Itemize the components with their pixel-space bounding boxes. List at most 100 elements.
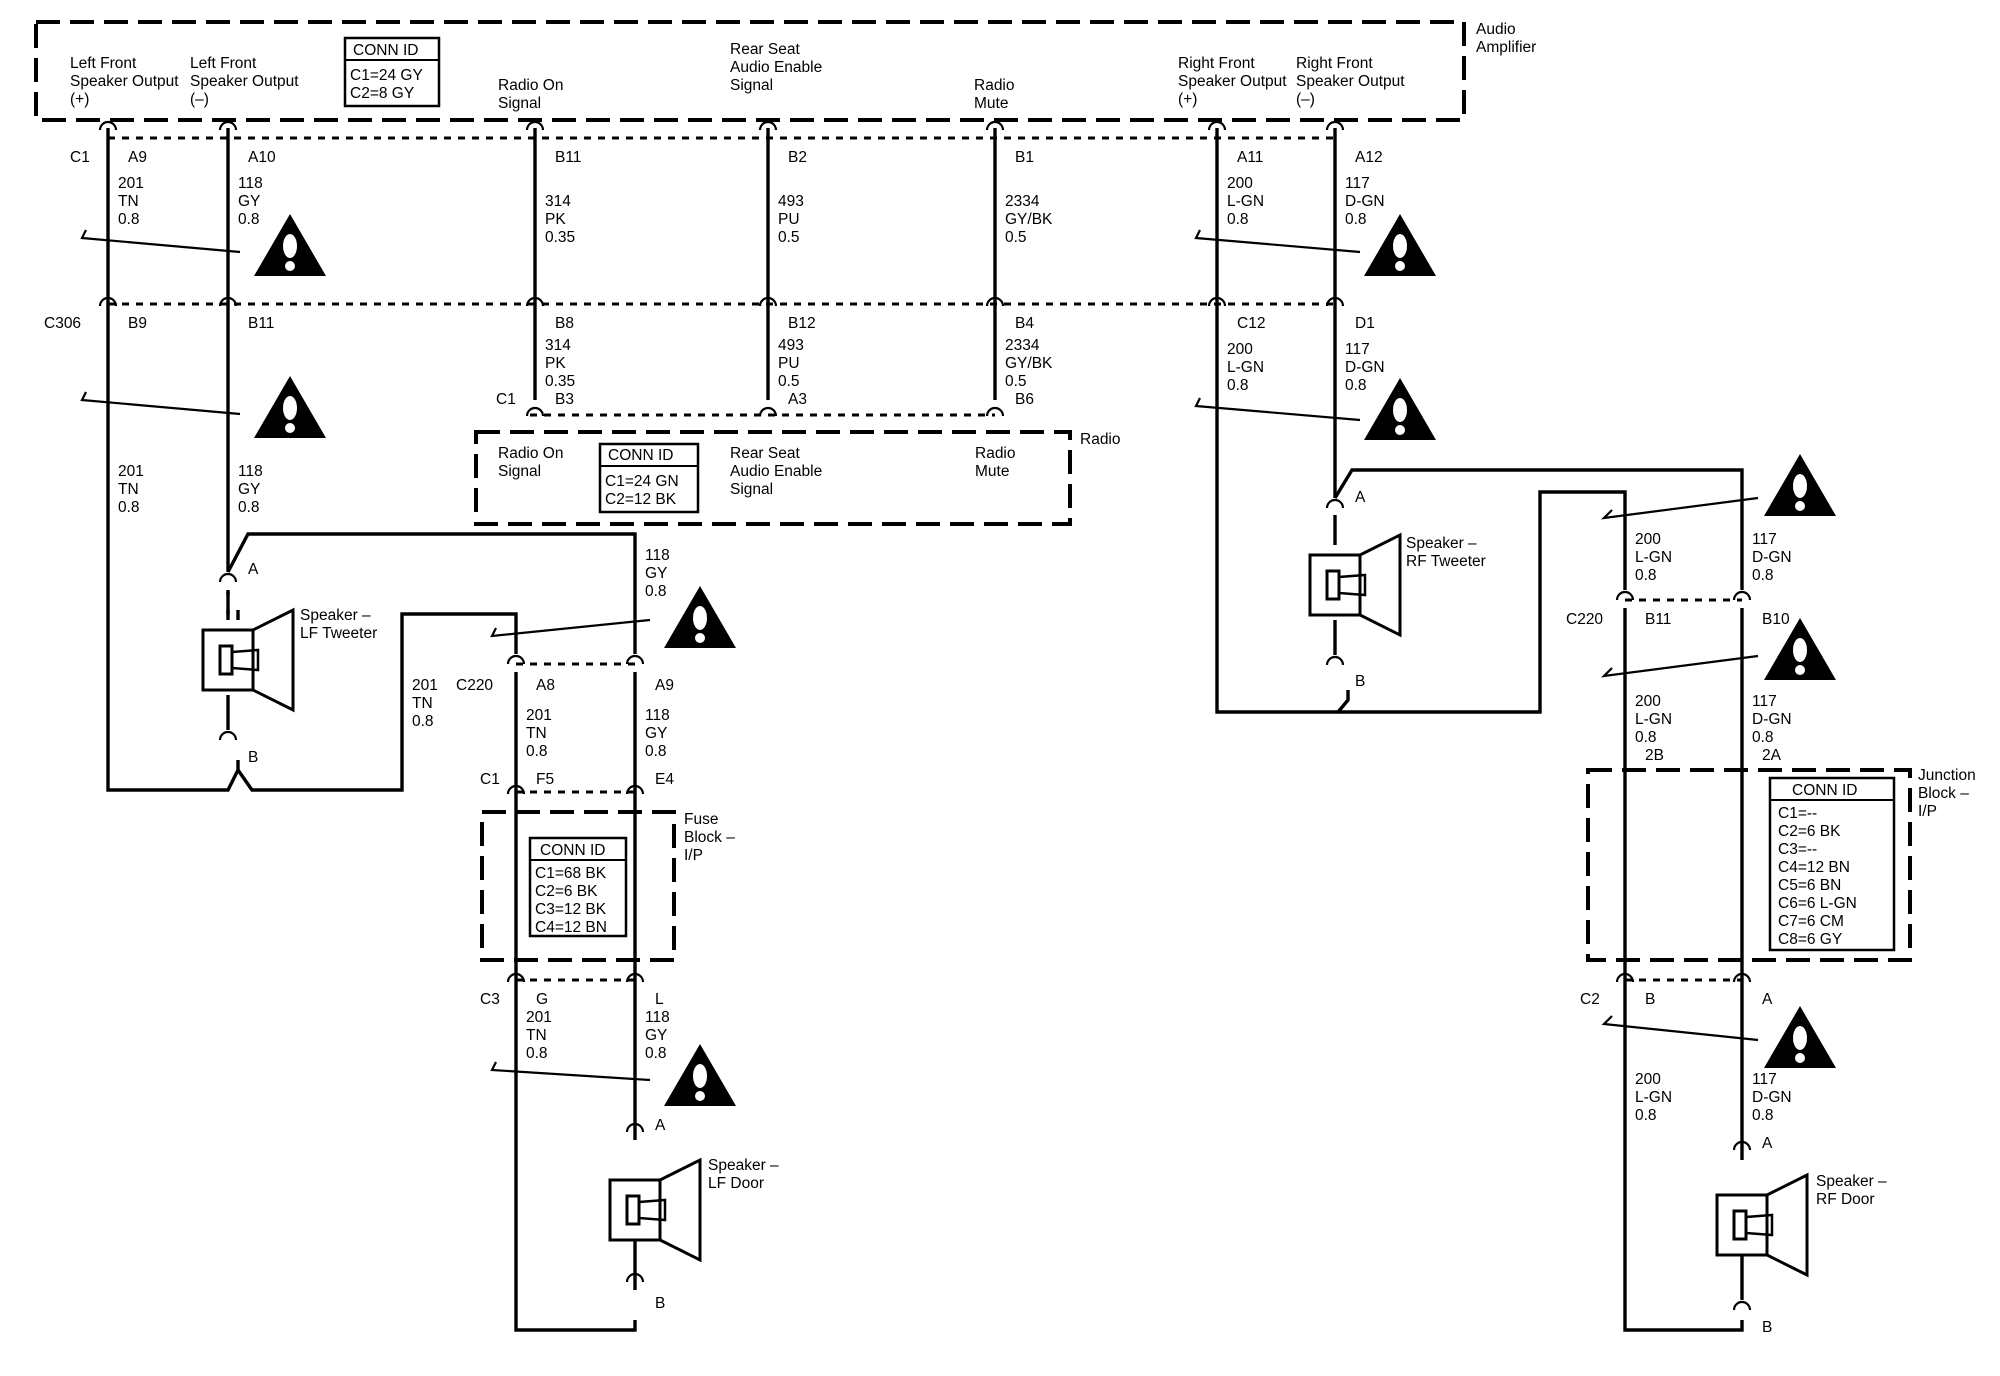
pin: A11 [1237,149,1263,166]
svg-text:0.8: 0.8 [238,211,260,228]
fuse-block-conn-4: C4=12 BN [535,919,607,936]
twisted-pair-marks [80,229,1759,1082]
pin: A9 [128,149,147,166]
svg-text:L-GN: L-GN [1227,193,1264,210]
svg-text:0.8: 0.8 [1227,377,1249,394]
svg-text:117: 117 [1752,693,1777,710]
pin: B [1762,1319,1772,1336]
speaker-labels: Speaker –LF Tweeter Speaker –RF Tweeter … [300,535,1887,1208]
svg-text:TN: TN [526,1027,547,1044]
warning-triangle-icon [1364,214,1436,276]
svg-text:117: 117 [1345,175,1370,192]
svg-text:0.8: 0.8 [1752,567,1774,584]
conn-c2: C2 [1580,991,1600,1008]
svg-text:0.8: 0.8 [645,583,667,600]
svg-text:0.8: 0.8 [1635,729,1657,746]
svg-text:0.8: 0.8 [118,499,140,516]
pin: B [1355,673,1365,690]
svg-text:201: 201 [412,677,438,694]
svg-text:118: 118 [645,547,670,564]
fuse-block-conn-id-box [528,836,628,938]
junction-block-conn-id-box [1768,776,1896,952]
svg-text:GY: GY [645,1027,667,1044]
conn-c3: C3 [480,991,500,1008]
conn-c306: C306 [44,315,81,332]
wire-200-lgn-to-c220 [1338,490,1627,714]
pin: B12 [788,315,816,332]
warning-triangle-icon [1764,454,1836,516]
svg-text:0.8: 0.8 [1635,1107,1657,1124]
svg-text:118: 118 [645,1009,670,1026]
radio-conn-title: CONN ID [608,447,673,464]
pin: A [1762,1135,1773,1152]
svg-text:2334: 2334 [1005,337,1040,354]
svg-text:D-GN: D-GN [1752,1089,1792,1106]
svg-text:L-GN: L-GN [1635,549,1672,566]
svg-text:PK: PK [545,355,566,372]
wire-118-gy-to-c220 [226,532,637,654]
jb-conn-2: C2=6 BK [1778,823,1841,840]
svg-text:0.35: 0.35 [545,373,575,390]
svg-text:118: 118 [645,707,670,724]
pin: B10 [1762,611,1790,628]
svg-text:L-GN: L-GN [1635,1089,1672,1106]
svg-text:201: 201 [526,707,552,724]
speaker-icon [1715,1173,1809,1277]
svg-text:0.5: 0.5 [1005,373,1027,390]
jb-conn-8: C8=6 GY [1778,931,1842,948]
svg-text:L-GN: L-GN [1635,711,1672,728]
svg-text:D-GN: D-GN [1752,711,1792,728]
svg-text:PU: PU [778,211,800,228]
pin: A8 [536,677,555,694]
pin: B9 [128,315,147,332]
svg-text:314: 314 [545,193,571,210]
amp-conn-id-box [343,36,441,108]
jb-conn-6: C6=6 L-GN [1778,895,1857,912]
warning-triangle-icon [664,1044,736,1106]
svg-text:0.8: 0.8 [118,211,140,228]
svg-text:TN: TN [118,481,139,498]
connector-labels: C1 C306 C1 C220 C1 C3 C220 C2 [44,149,1603,1008]
svg-text:201: 201 [118,175,144,192]
svg-text:0.8: 0.8 [1345,211,1367,228]
pin-labels: A9 A10 B11 B2 B1 A11 A12 B9 B11 B8 B12 B… [128,149,1790,1336]
wire-200-lgn-door [1623,608,1744,1332]
svg-text:0.8: 0.8 [526,1045,548,1062]
pin: 2B [1645,747,1664,764]
pin: B11 [555,149,581,166]
rf-tweeter-label: Speaker –RF Tweeter [1406,535,1486,570]
svg-text:201: 201 [526,1009,552,1026]
warning-triangle-icon [1764,1006,1836,1068]
svg-text:0.5: 0.5 [778,229,800,246]
svg-text:201: 201 [118,463,144,480]
pin: A9 [655,677,674,694]
svg-text:GY/BK: GY/BK [1005,211,1053,228]
svg-text:314: 314 [545,337,571,354]
pin: B3 [555,391,574,408]
svg-text:200: 200 [1227,175,1253,192]
audio-amplifier-box [34,20,1466,122]
pin: B1 [1015,149,1034,166]
conn-c220-left: C220 [456,677,493,694]
lf-tweeter-label: Speaker –LF Tweeter [300,607,377,642]
svg-text:L-GN: L-GN [1227,359,1264,376]
